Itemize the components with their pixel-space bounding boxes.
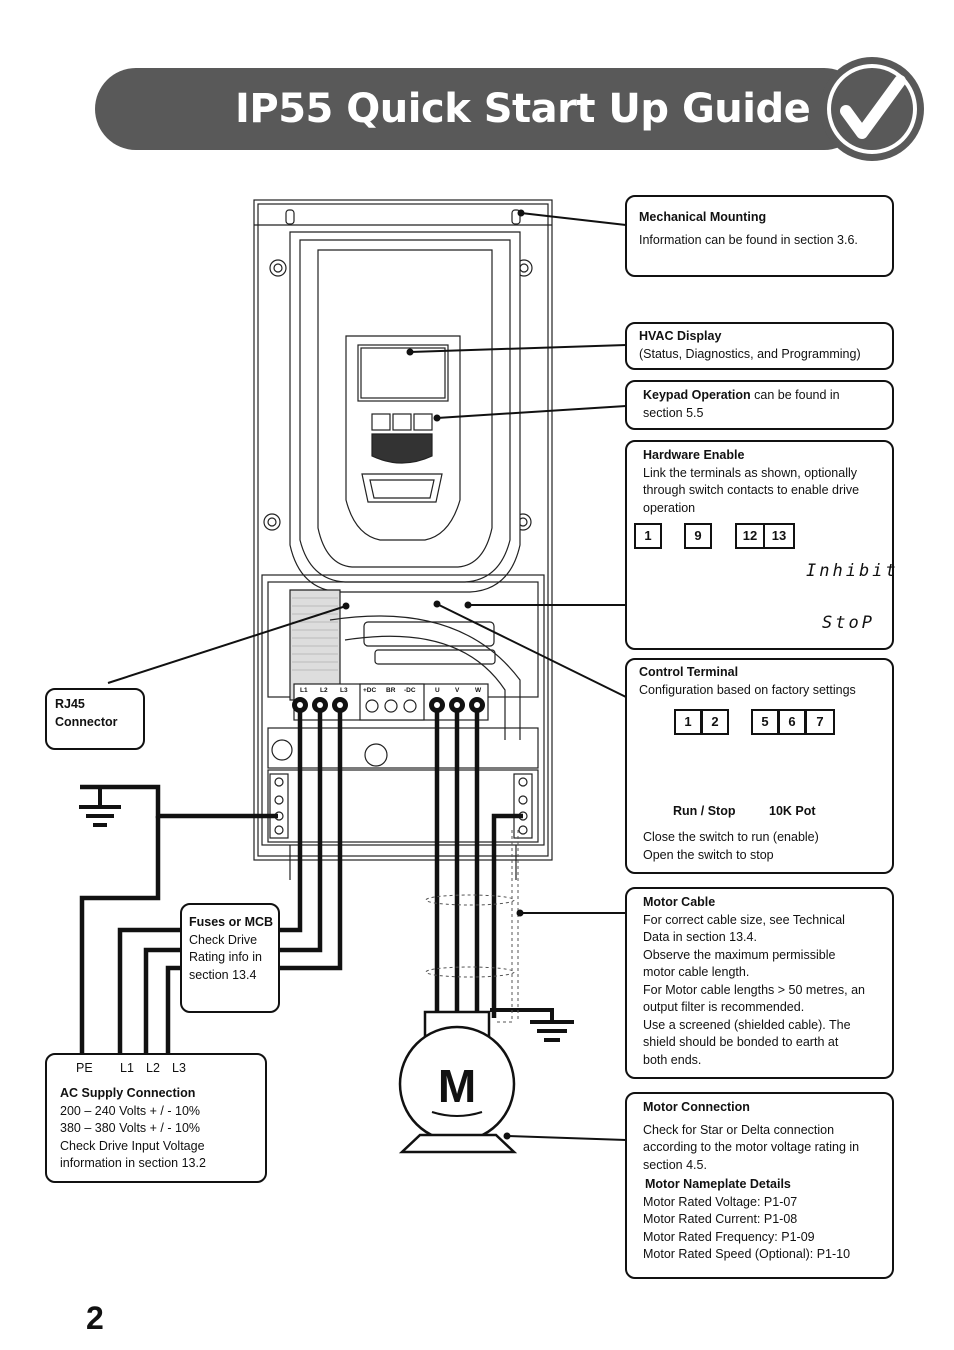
nameplate-line: Motor Rated Frequency: P1-09: [643, 1229, 815, 1244]
nameplate-line: Motor Rated Voltage: P1-07: [643, 1194, 798, 1209]
pot-label: 10K Pot: [769, 804, 816, 818]
motor-cable-line: shield should be bonded to earth at: [643, 1035, 839, 1049]
motor-cable-line: output filter is recommended.: [643, 1000, 805, 1014]
keypad-operation-section: section 5.5: [643, 405, 704, 420]
mechanical-mounting-text: Information can be found in section 3.6.: [639, 232, 858, 247]
nameplate-line: Motor Rated Speed (Optional): P1-10: [643, 1247, 851, 1261]
terminal-pdc-text: +DC: [363, 687, 376, 694]
ac-supply-line: information in section 13.2: [60, 1156, 206, 1170]
rj45-line: Connector: [55, 714, 118, 729]
motor-connection-callout: Motor Connection Check for Star or Delta…: [625, 1092, 894, 1279]
ctrl-terminal-1: 1: [674, 709, 702, 735]
supply-label-l2: L2: [146, 1061, 160, 1075]
motor-cable-callout: Motor Cable For correct cable size, see …: [625, 887, 894, 1079]
fuses-line: Rating info in: [189, 950, 262, 964]
hardware-enable-line: through switch contacts to enable drive: [643, 483, 860, 497]
mechanical-mounting-callout: Mechanical Mounting Information can be f…: [625, 195, 894, 277]
control-terminal-text: Configuration based on factory settings: [639, 682, 856, 697]
control-terminal-line: Close the switch to run (enable): [643, 830, 819, 844]
fuses-line: section 13.4: [189, 967, 257, 982]
hw-terminal-12: 12: [735, 523, 765, 549]
keypad-operation-callout: Keypad Operation can be found in section…: [625, 380, 894, 430]
ctrl-terminal-5: 5: [751, 709, 779, 735]
ac-supply-callout: AC Supply Connection 200 – 240 Volts + /…: [45, 1053, 267, 1183]
ctrl-terminal-6: 6: [778, 709, 806, 735]
hvac-display-callout: HVAC Display (Status, Diagnostics, and P…: [625, 322, 894, 370]
title-banner: [95, 68, 865, 150]
hw-terminal-9: 9: [684, 523, 712, 549]
motor-cable-line: Data in section 13.4.: [643, 930, 757, 944]
rj45-connector-callout: RJ45 Connector: [45, 688, 145, 750]
terminal-w-text: W: [475, 687, 482, 694]
hw-terminal-1: 1: [634, 523, 662, 549]
terminal-l3-text: L3: [340, 687, 348, 694]
supply-label-pe: PE: [76, 1061, 93, 1075]
terminal-ndc-text: -DC: [404, 687, 416, 694]
keypad-operation-text: can be found in: [750, 388, 840, 402]
fuses-title: Fuses or MCB: [189, 915, 274, 929]
rj45-line: RJ45: [55, 697, 85, 711]
nameplate-title: Motor Nameplate Details: [645, 1177, 791, 1191]
motor-cable-line: For correct cable size, see Technical: [643, 912, 845, 927]
keypad-operation-title: Keypad Operation: [643, 388, 751, 402]
motor-cable-line: Observe the maximum permissible: [643, 947, 836, 962]
terminal-u-text: U: [435, 687, 440, 694]
hw-terminal-13: 13: [763, 523, 795, 549]
motor-cable-line: Use a screened (shielded cable). The: [643, 1017, 851, 1032]
terminal-v-text: V: [455, 687, 460, 694]
terminal-l1-text: L1: [300, 687, 308, 694]
ctrl-terminal-2: 2: [701, 709, 729, 735]
ac-supply-title: AC Supply Connection: [60, 1086, 196, 1100]
motor-connection-line: Check for Star or Delta connection: [643, 1122, 835, 1137]
fuses-line: Check Drive: [189, 932, 258, 947]
ac-supply-line: Check Drive Input Voltage: [60, 1138, 205, 1153]
display-screen: [360, 347, 446, 399]
motor-connection-line: according to the motor voltage rating in: [643, 1140, 860, 1154]
motor-connection-title: Motor Connection: [643, 1100, 750, 1114]
ctrl-terminal-7: 7: [805, 709, 835, 735]
control-terminal-title: Control Terminal: [639, 665, 739, 679]
page-number: 2: [86, 1300, 104, 1336]
hardware-enable-line: operation: [643, 500, 696, 515]
checkmark-icon: [820, 57, 924, 161]
hvac-display-text: (Status, Diagnostics, and Programming): [639, 346, 861, 361]
lcd-stop-text: StoP: [822, 613, 875, 633]
motor-symbol: [398, 1010, 518, 1154]
terminal-br-text: BR: [386, 687, 396, 694]
motor-cable-line: For Motor cable lengths > 50 metres, an: [643, 982, 865, 997]
supply-label-l1: L1: [120, 1061, 134, 1075]
motor-cable-line: motor cable length.: [643, 965, 750, 979]
hardware-enable-title: Hardware Enable: [643, 448, 745, 462]
motor-cable-line: both ends.: [643, 1052, 702, 1067]
nameplate-line: Motor Rated Current: P1-08: [643, 1212, 798, 1226]
supply-label-l3: L3: [172, 1061, 186, 1075]
fuses-callout: Fuses or MCB Check Drive Rating info in …: [180, 903, 280, 1013]
motor-connection-line: section 4.5.: [643, 1157, 707, 1172]
mechanical-mounting-title: Mechanical Mounting: [639, 210, 767, 224]
hardware-enable-line: Link the terminals as shown, optionally: [643, 465, 858, 480]
hvac-display-title: HVAC Display: [639, 329, 722, 343]
page-title: IP55 Quick Start Up Guide: [235, 86, 811, 132]
run-stop-label: Run / Stop: [673, 804, 736, 818]
ac-supply-line: 200 – 240 Volts + / - 10%: [60, 1103, 201, 1118]
control-terminal-callout: Control Terminal Configuration based on …: [625, 658, 894, 874]
ac-supply-line: 380 – 380 Volts + / - 10%: [60, 1121, 201, 1135]
terminal-l2-text: L2: [320, 687, 328, 694]
control-terminal-line: Open the switch to stop: [643, 847, 774, 862]
motor-label: M: [438, 1060, 476, 1112]
lcd-inhibit-text: Inhibit: [806, 561, 899, 581]
motor-cable-title: Motor Cable: [643, 895, 716, 909]
